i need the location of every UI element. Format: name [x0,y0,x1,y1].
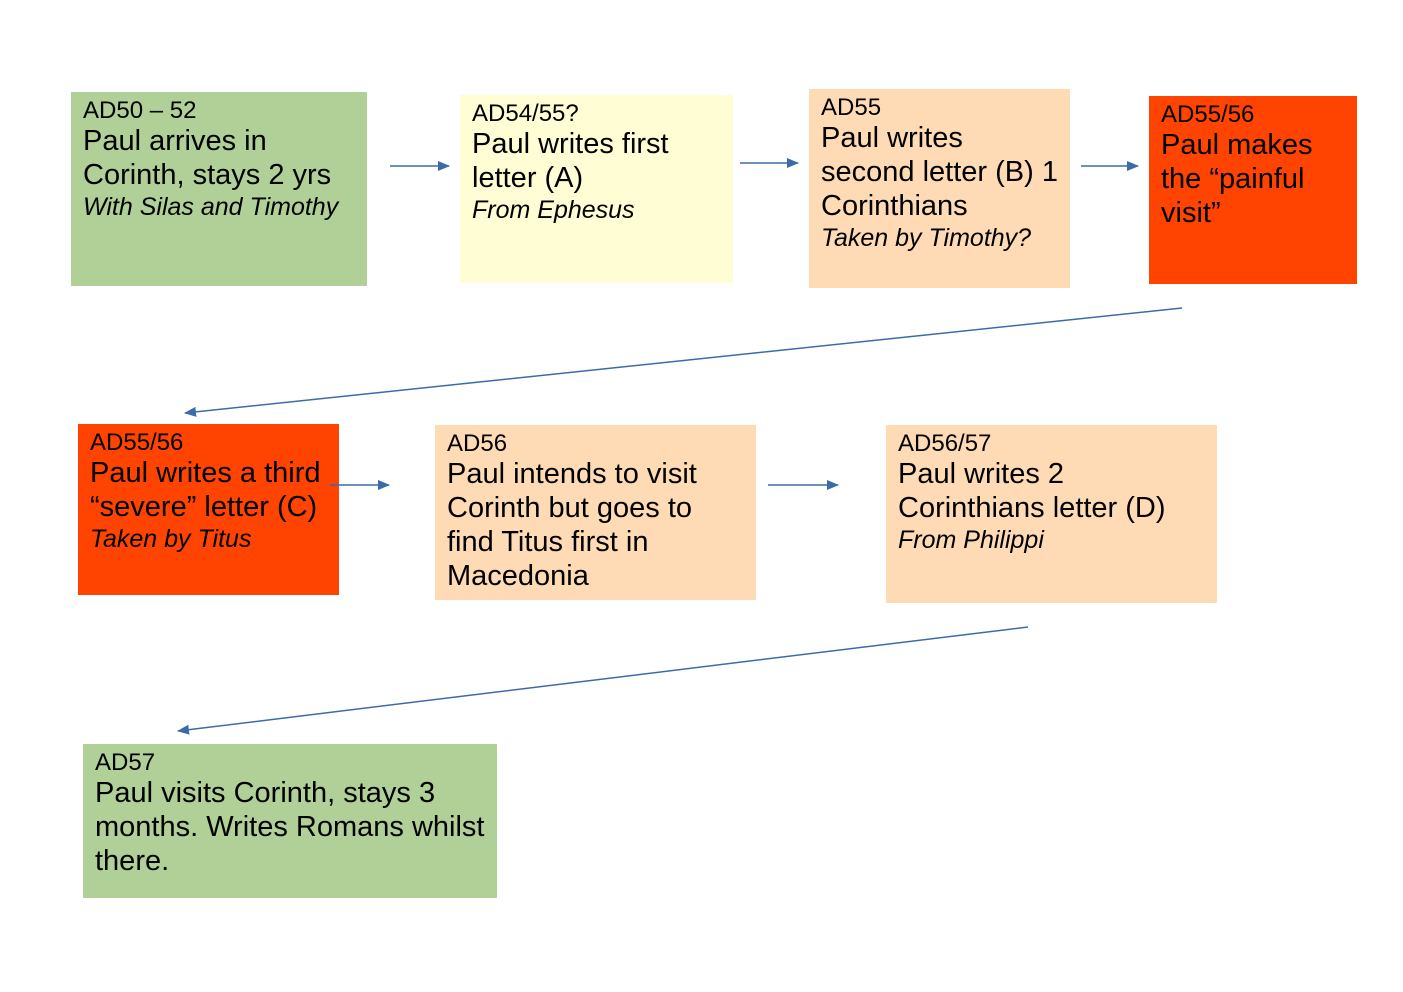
box-text: Paul writes 2 Corinthians letter (D) [898,458,1166,524]
timeline-box-ad55: AD55 Paul writes second letter (B) 1 Cor… [809,89,1070,288]
timeline-box-severe-letter: AD55/56 Paul writes a third “severe” let… [78,424,339,595]
box-note: Taken by Timothy? [821,223,1032,252]
timeline-box-ad54: AD54/55? Paul writes first letter (A) Fr… [460,95,733,283]
arrow-7-to-8 [177,626,1029,735]
timeline-box-ad57: AD57 Paul visits Corinth, stays 3 months… [83,744,497,898]
box-note: From Philippi [898,525,1044,554]
box-note: From Ephesus [472,195,635,224]
box-date: AD57 [95,749,156,776]
box-date: AD56 [447,430,508,457]
timeline-box-ad56: AD56 Paul intends to visit Corinth but g… [435,425,756,600]
box-date: AD50 – 52 [83,97,197,124]
box-date: AD56/57 [898,430,992,457]
box-text: Paul writes a third “severe” letter (C) [90,457,321,523]
timeline-box-painful-visit: AD55/56 Paul makes the “painful visit” [1149,96,1357,284]
arrow-4-to-5 [184,307,1183,417]
timeline-box-ad50: AD50 – 52 Paul arrives in Corinth, stays… [71,92,367,286]
box-text: Paul writes second letter (B) 1 Corinthi… [821,122,1058,222]
box-note: With Silas and Timothy [83,192,339,221]
box-date: AD55/56 [1161,101,1255,128]
box-date: AD55/56 [90,429,184,456]
box-text: Paul writes first letter (A) [472,128,669,194]
box-date: AD54/55? [472,100,579,127]
box-note: Taken by Titus [90,524,252,553]
box-text: Paul intends to visit Corinth but goes t… [447,458,697,592]
timeline-box-ad56-57: AD56/57 Paul writes 2 Corinthians letter… [886,425,1217,603]
box-text: Paul arrives in Corinth, stays 2 yrs [83,125,332,191]
box-text: Paul makes the “painful visit” [1161,129,1313,229]
box-text: Paul visits Corinth, stays 3 months. Wri… [95,777,485,877]
box-date: AD55 [821,94,882,121]
